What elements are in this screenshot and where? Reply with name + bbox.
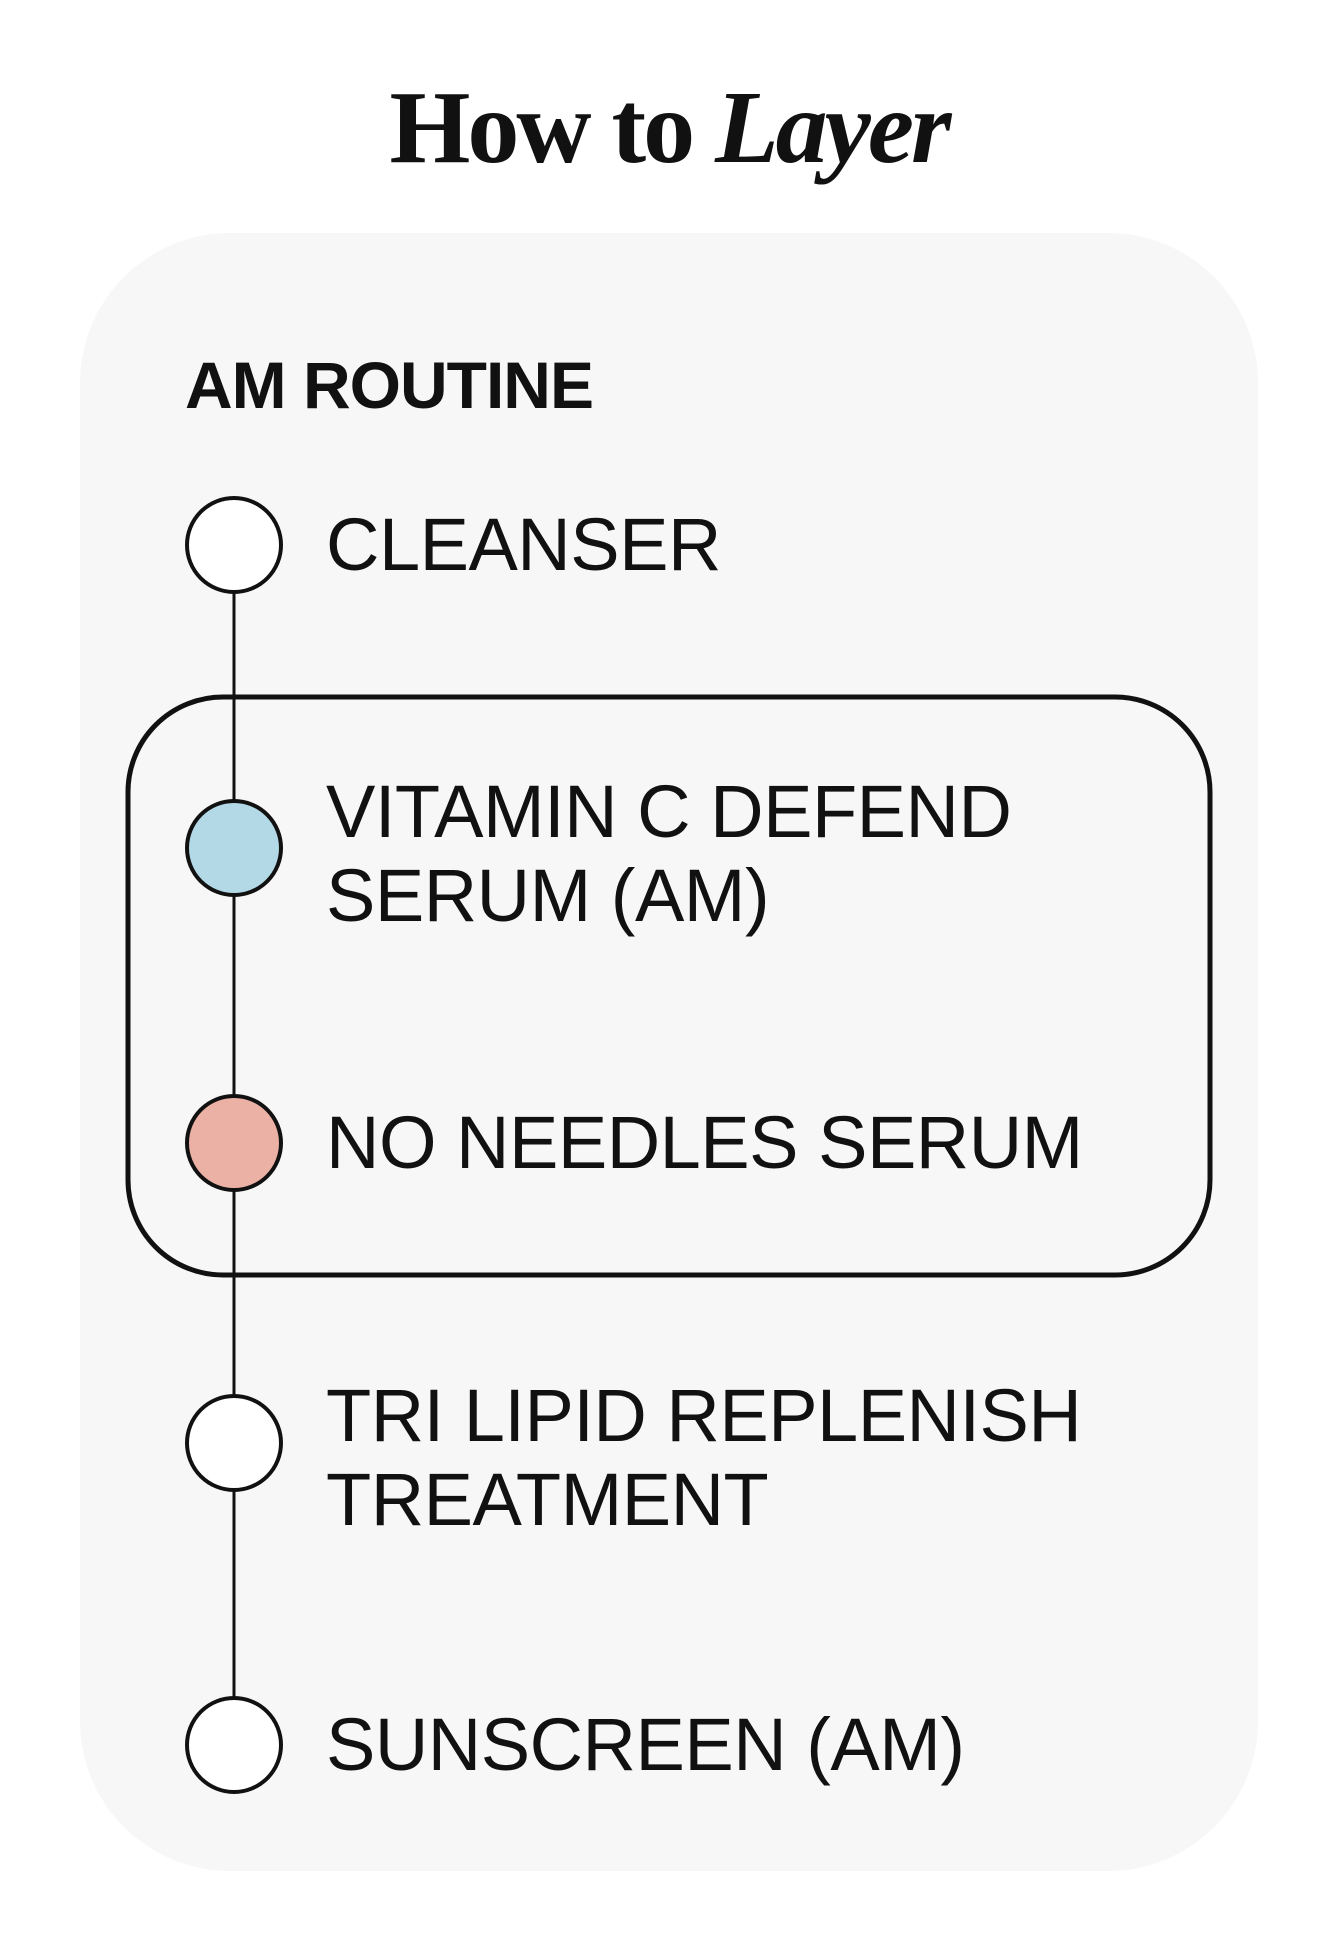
step-dot-no-needles-serum: [185, 1094, 283, 1192]
step-dot-tri-lipid-treatment: [185, 1394, 283, 1492]
step-label-line: VITAMIN C DEFEND: [326, 770, 1012, 853]
title-accent: Layer: [715, 70, 951, 185]
step-label-sunscreen: SUNSCREEN (AM): [326, 1703, 965, 1787]
step-label-line: NO NEEDLES SERUM: [326, 1101, 1083, 1184]
step-label-cleanser: CLEANSER: [326, 503, 721, 587]
step-label-line: CLEANSER: [326, 503, 721, 586]
routine-card: [80, 233, 1258, 1871]
step-label-line: SUNSCREEN (AM): [326, 1703, 965, 1786]
page-title: How to Layer: [0, 68, 1338, 188]
serum-group-bracket: [125, 694, 1213, 1278]
step-label-tri-lipid-treatment: TRI LIPID REPLENISH TREATMENT: [326, 1374, 1082, 1542]
title-plain: How to: [389, 70, 696, 185]
step-label-line: SERUM (AM): [326, 854, 770, 937]
step-label-no-needles-serum: NO NEEDLES SERUM: [326, 1101, 1083, 1185]
routine-heading: AM ROUTINE: [185, 348, 594, 422]
step-dot-cleanser: [185, 496, 283, 594]
step-dot-vitamin-c-serum: [185, 799, 283, 897]
step-label-line: TRI LIPID REPLENISH: [326, 1374, 1082, 1457]
step-label-line: TREATMENT: [326, 1458, 769, 1541]
step-label-vitamin-c-serum: VITAMIN C DEFEND SERUM (AM): [326, 770, 1012, 938]
step-dot-sunscreen: [185, 1696, 283, 1794]
